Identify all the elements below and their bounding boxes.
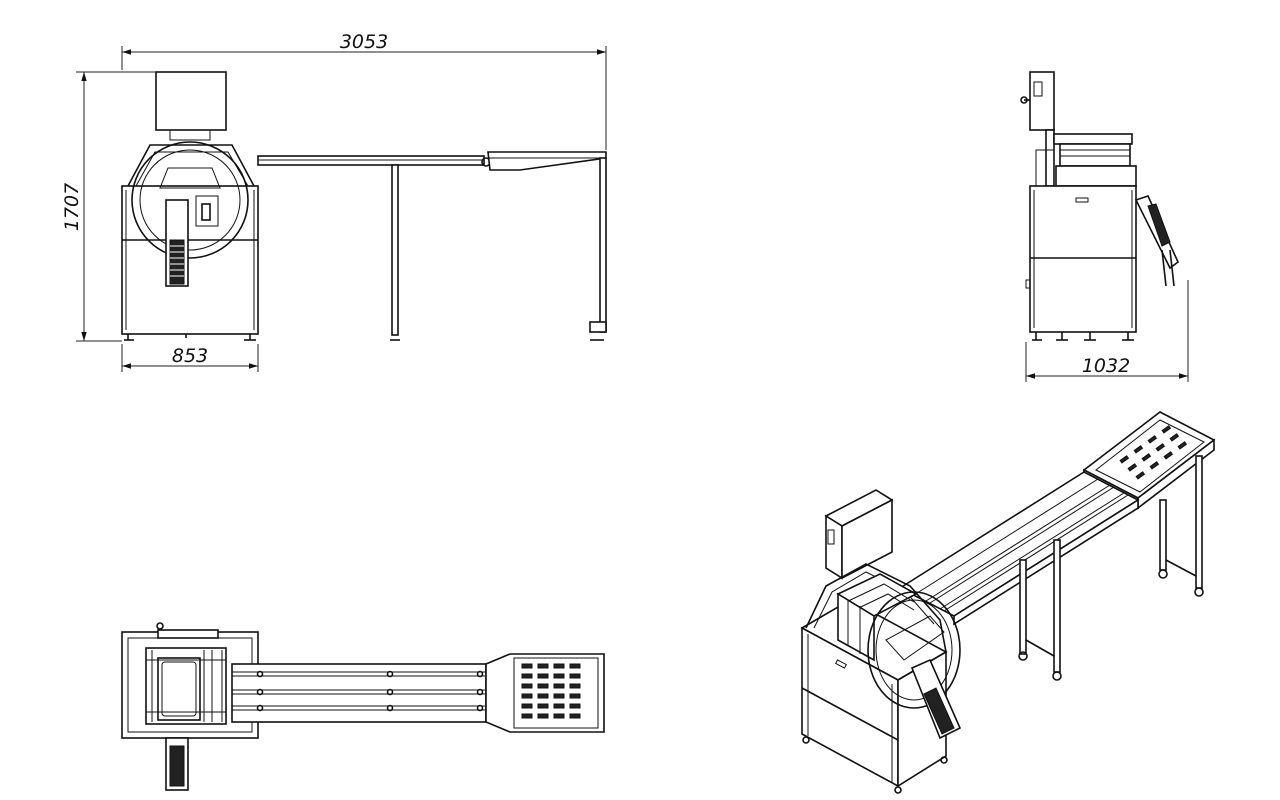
dimension-text-side-width: 1032	[1082, 355, 1130, 377]
top-view	[121, 622, 605, 791]
dimension-text-length: 3053	[340, 31, 388, 53]
front-view	[121, 71, 607, 341]
side-view	[1020, 71, 1179, 341]
dimension-side-width: 1032	[1025, 280, 1189, 382]
dimension-base-width: 853	[121, 344, 259, 372]
isometric-view	[800, 411, 1216, 794]
dimension-text-base-width: 853	[172, 345, 208, 367]
dimension-overall-length: 3053	[121, 31, 607, 150]
dimension-text-height: 1707	[61, 183, 83, 231]
dimension-overall-height: 1707	[61, 71, 156, 342]
